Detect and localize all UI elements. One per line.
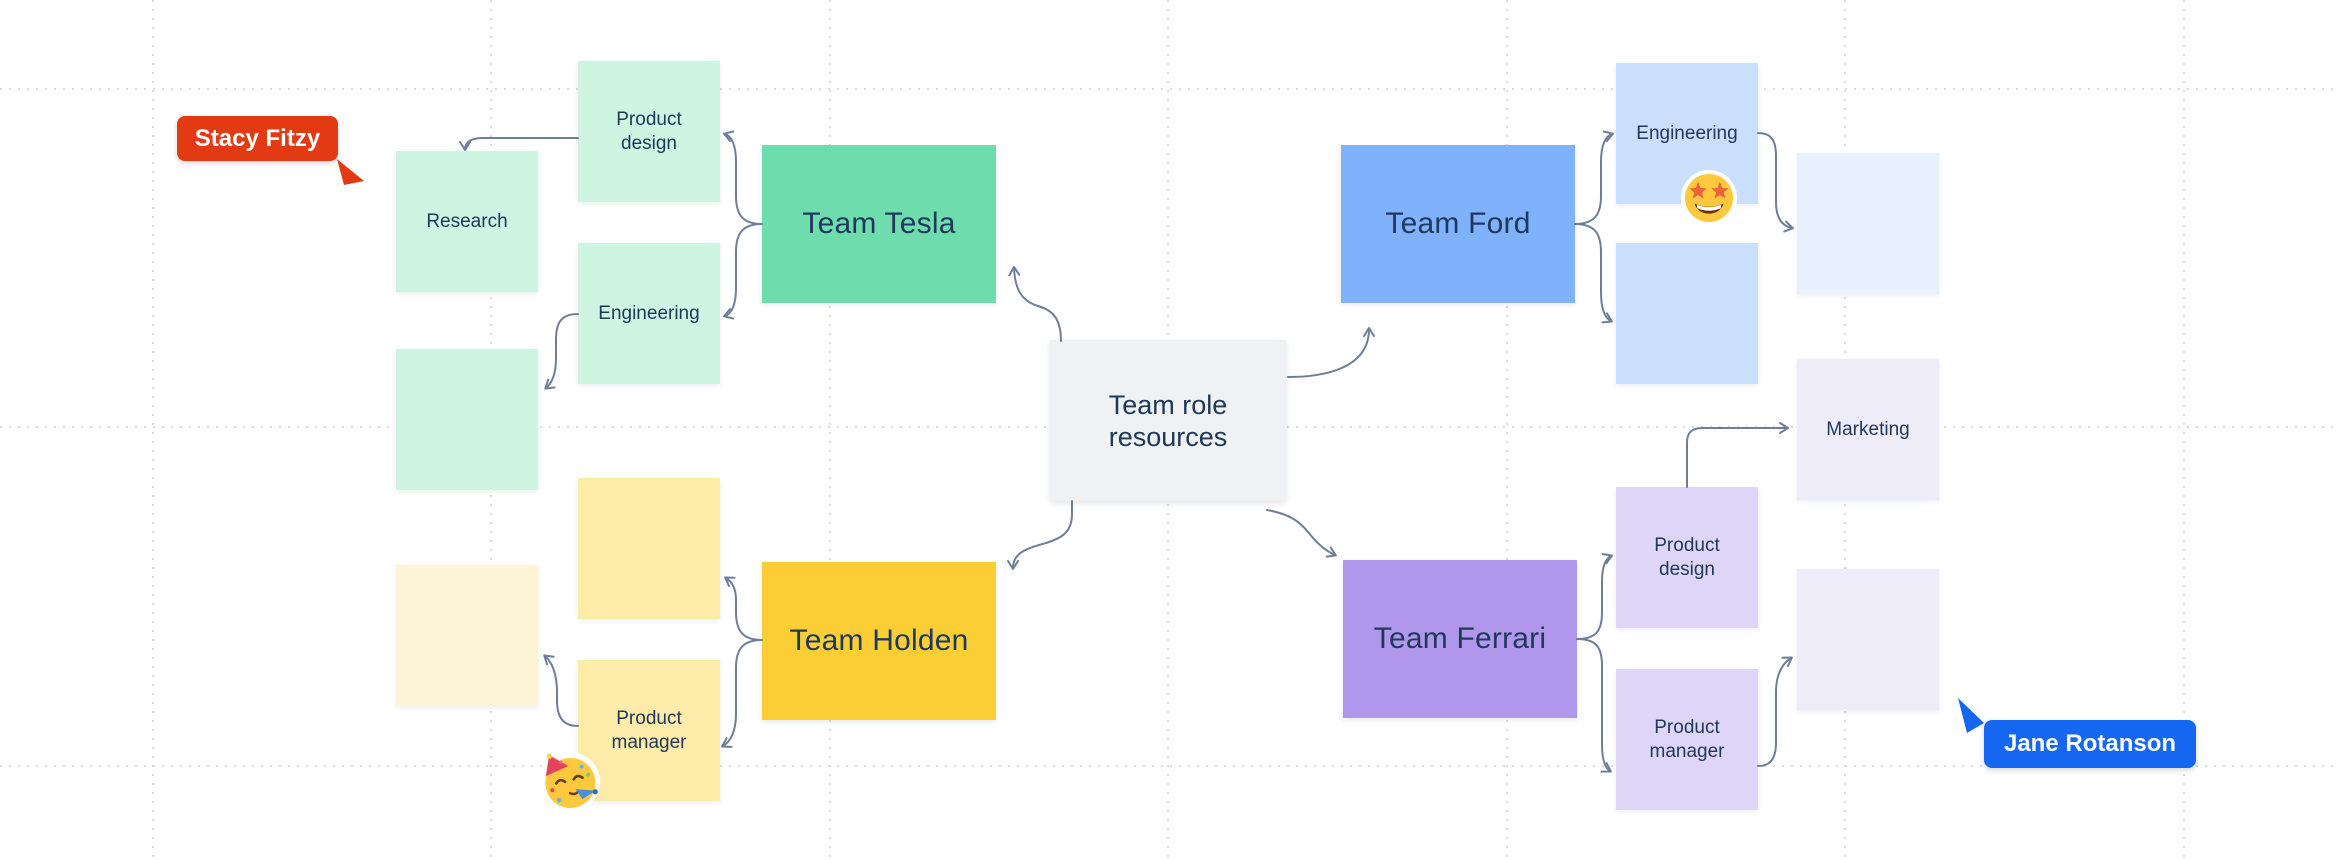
connector-tesla-to-product-design[interactable] (723, 130, 763, 225)
sticky-empty-green[interactable] (396, 349, 538, 490)
team-node-label: Team Ferrari (1373, 622, 1547, 655)
connector-engineering-to-green-sticky[interactable] (544, 313, 579, 390)
sticky-product-design-tesla[interactable]: Product design (578, 61, 720, 202)
connector-center-to-holden[interactable] (1007, 500, 1073, 570)
cursor-label-stacy: Stacy Fitzy (177, 116, 338, 161)
connector-holden-to-product-manager[interactable] (721, 639, 763, 748)
partying-face-emoji[interactable] (533, 744, 607, 818)
sticky-label: Product design (616, 108, 682, 154)
sticky-label: Research (426, 210, 508, 232)
connector-ford-to-blue-sticky[interactable] (1574, 223, 1613, 324)
sticky-product-design-ferrari[interactable]: Product design (1616, 487, 1758, 628)
connector-center-to-ford[interactable] (1287, 327, 1375, 378)
connector-tesla-to-engineering[interactable] (723, 223, 763, 320)
center-node-team-role-resources[interactable]: Team role resources (1050, 340, 1286, 501)
connector-center-to-ferrari[interactable] (1266, 509, 1337, 558)
star-struck-emoji[interactable] (1680, 169, 1738, 227)
sticky-empty-faint-purple[interactable] (1797, 569, 1939, 710)
grid-line-horizontal (0, 88, 2336, 90)
grid-line-vertical (829, 0, 831, 860)
grid-line-vertical (2183, 0, 2185, 860)
connector-product-design-to-research[interactable] (459, 137, 579, 151)
connector-ferrari-to-product-manager[interactable] (1576, 638, 1612, 773)
connector-product-manager-to-faint-purple[interactable] (1757, 656, 1793, 767)
connector-engineering-to-faint-blue[interactable] (1757, 132, 1794, 233)
sticky-empty-yellow[interactable] (578, 478, 720, 619)
grid-line-vertical (152, 0, 154, 860)
connector-product-design-to-marketing[interactable] (1686, 422, 1789, 488)
sticky-empty-faint-blue[interactable] (1797, 153, 1939, 294)
cursor-name: Stacy Fitzy (194, 124, 321, 152)
sticky-label: Engineering (1636, 122, 1738, 144)
sticky-empty-faint-yellow[interactable] (396, 565, 538, 706)
sticky-label: Engineering (598, 302, 700, 324)
sticky-marketing[interactable]: Marketing (1797, 359, 1939, 500)
team-node-label: Team Tesla (802, 207, 956, 240)
team-node-label: Team Holden (789, 624, 969, 657)
cursor-name: Jane Rotanson (2003, 730, 2177, 757)
team-node-holden[interactable]: Team Holden (762, 562, 996, 720)
cursor-arrow-stacy-icon (336, 158, 366, 193)
grid-line-vertical (1506, 0, 1508, 860)
connector-product-manager-to-faint-yellow[interactable] (543, 654, 579, 727)
cursor-label-jane: Jane Rotanson (1984, 720, 2196, 768)
connector-holden-to-yellow-sticky[interactable] (724, 576, 763, 641)
sticky-product-manager-ferrari[interactable]: Product manager (1616, 669, 1758, 810)
team-node-label: Team Ford (1385, 207, 1531, 240)
team-node-ferrari[interactable]: Team Ferrari (1343, 560, 1577, 718)
cursor-arrow-jane-icon (1955, 697, 1987, 740)
connector-center-to-tesla[interactable] (1008, 266, 1062, 342)
team-node-tesla[interactable]: Team Tesla (762, 145, 996, 303)
sticky-engineering-tesla[interactable]: Engineering (578, 243, 720, 384)
sticky-engineering-ford[interactable]: Engineering (1616, 63, 1758, 204)
sticky-label: Product design (1654, 534, 1720, 580)
sticky-product-manager-holden[interactable]: Product manager (578, 660, 720, 801)
sticky-label: Product manager (1649, 716, 1725, 762)
team-node-ford[interactable]: Team Ford (1341, 145, 1575, 303)
sticky-research[interactable]: Research (396, 151, 538, 292)
grid-line-horizontal (0, 765, 2336, 767)
sticky-empty-blue[interactable] (1616, 243, 1758, 384)
sticky-label: Product manager (611, 707, 687, 753)
connector-ford-to-engineering[interactable] (1574, 130, 1614, 225)
connector-ferrari-to-product-design[interactable] (1576, 552, 1613, 640)
center-node-label: Team role resources (1108, 389, 1228, 452)
sticky-label: Marketing (1826, 418, 1910, 440)
